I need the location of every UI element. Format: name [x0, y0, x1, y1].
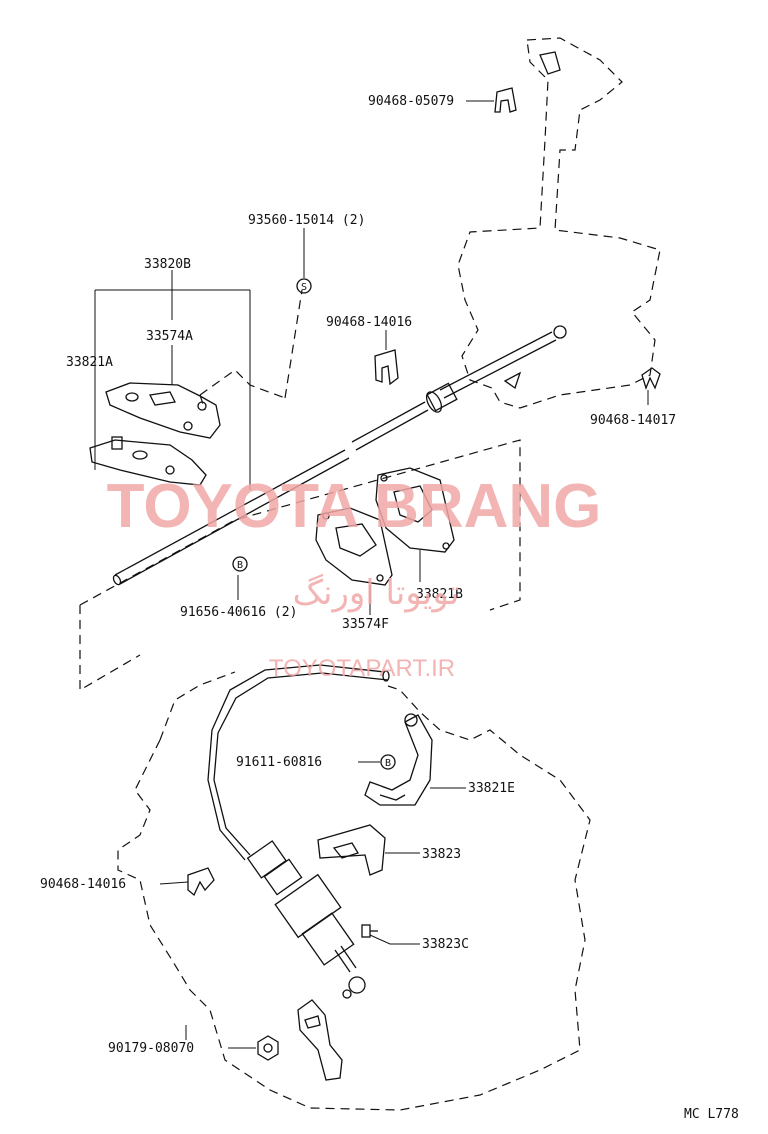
marker-b-lower: B — [380, 754, 396, 770]
label-90468-14016-bottom: 90468-14016 — [40, 877, 126, 892]
label-33823: 33823 — [422, 847, 461, 862]
svg-text:B: B — [385, 758, 391, 769]
label-33574f: 33574F — [342, 617, 389, 632]
label-93560-15014: 93560-15014 (2) — [248, 213, 365, 228]
label-90468-05079: 90468-05079 — [368, 94, 454, 109]
svg-text:B: B — [237, 560, 243, 571]
label-33821b: 33821B — [416, 587, 463, 602]
marker-b-upper: B — [232, 556, 248, 572]
label-90179-08070: 90179-08070 — [108, 1041, 194, 1056]
clip-90468-14017 — [641, 367, 661, 390]
shift-cable-upper — [112, 325, 567, 586]
bracket-assembly-33820b — [89, 270, 251, 490]
label-33574a: 33574A — [146, 329, 193, 344]
diagram-code: MC L778 — [684, 1107, 739, 1122]
label-33823c: 33823C — [422, 937, 469, 952]
marker-s: S — [296, 278, 312, 294]
clip-90468-05079 — [494, 87, 517, 113]
clip-90468-14016-top — [374, 349, 399, 386]
label-90468-14016-top: 90468-14016 — [326, 315, 412, 330]
label-33821a: 33821A — [66, 355, 113, 370]
watermark: TOYOTA BRANG تویوتا اورنگ TOYOTAPART.IR — [107, 472, 602, 682]
part-labels: 90468-05079 93560-15014 (2) 33820B 33574… — [40, 94, 739, 1122]
watermark-persian: تویوتا اورنگ — [293, 573, 460, 613]
gasket-33574f — [315, 507, 393, 586]
shift-lever-assembly — [457, 37, 661, 409]
watermark-brand: TOYOTA BRANG — [107, 472, 602, 541]
label-33821e: 33821E — [468, 781, 515, 796]
svg-text:S: S — [301, 282, 307, 293]
shift-cable-lower — [207, 664, 390, 999]
label-90468-14017: 90468-14017 — [590, 413, 676, 428]
label-91611-60816: 91611-60816 — [236, 755, 322, 770]
transaxle-housing — [117, 671, 591, 1111]
gasket-33821b — [375, 467, 455, 553]
label-91656-40616: 91656-40616 (2) — [180, 605, 297, 620]
leader-lines — [159, 100, 649, 1049]
label-33820b: 33820B — [144, 257, 191, 272]
watermark-url: TOYOTAPART.IR — [269, 655, 455, 682]
